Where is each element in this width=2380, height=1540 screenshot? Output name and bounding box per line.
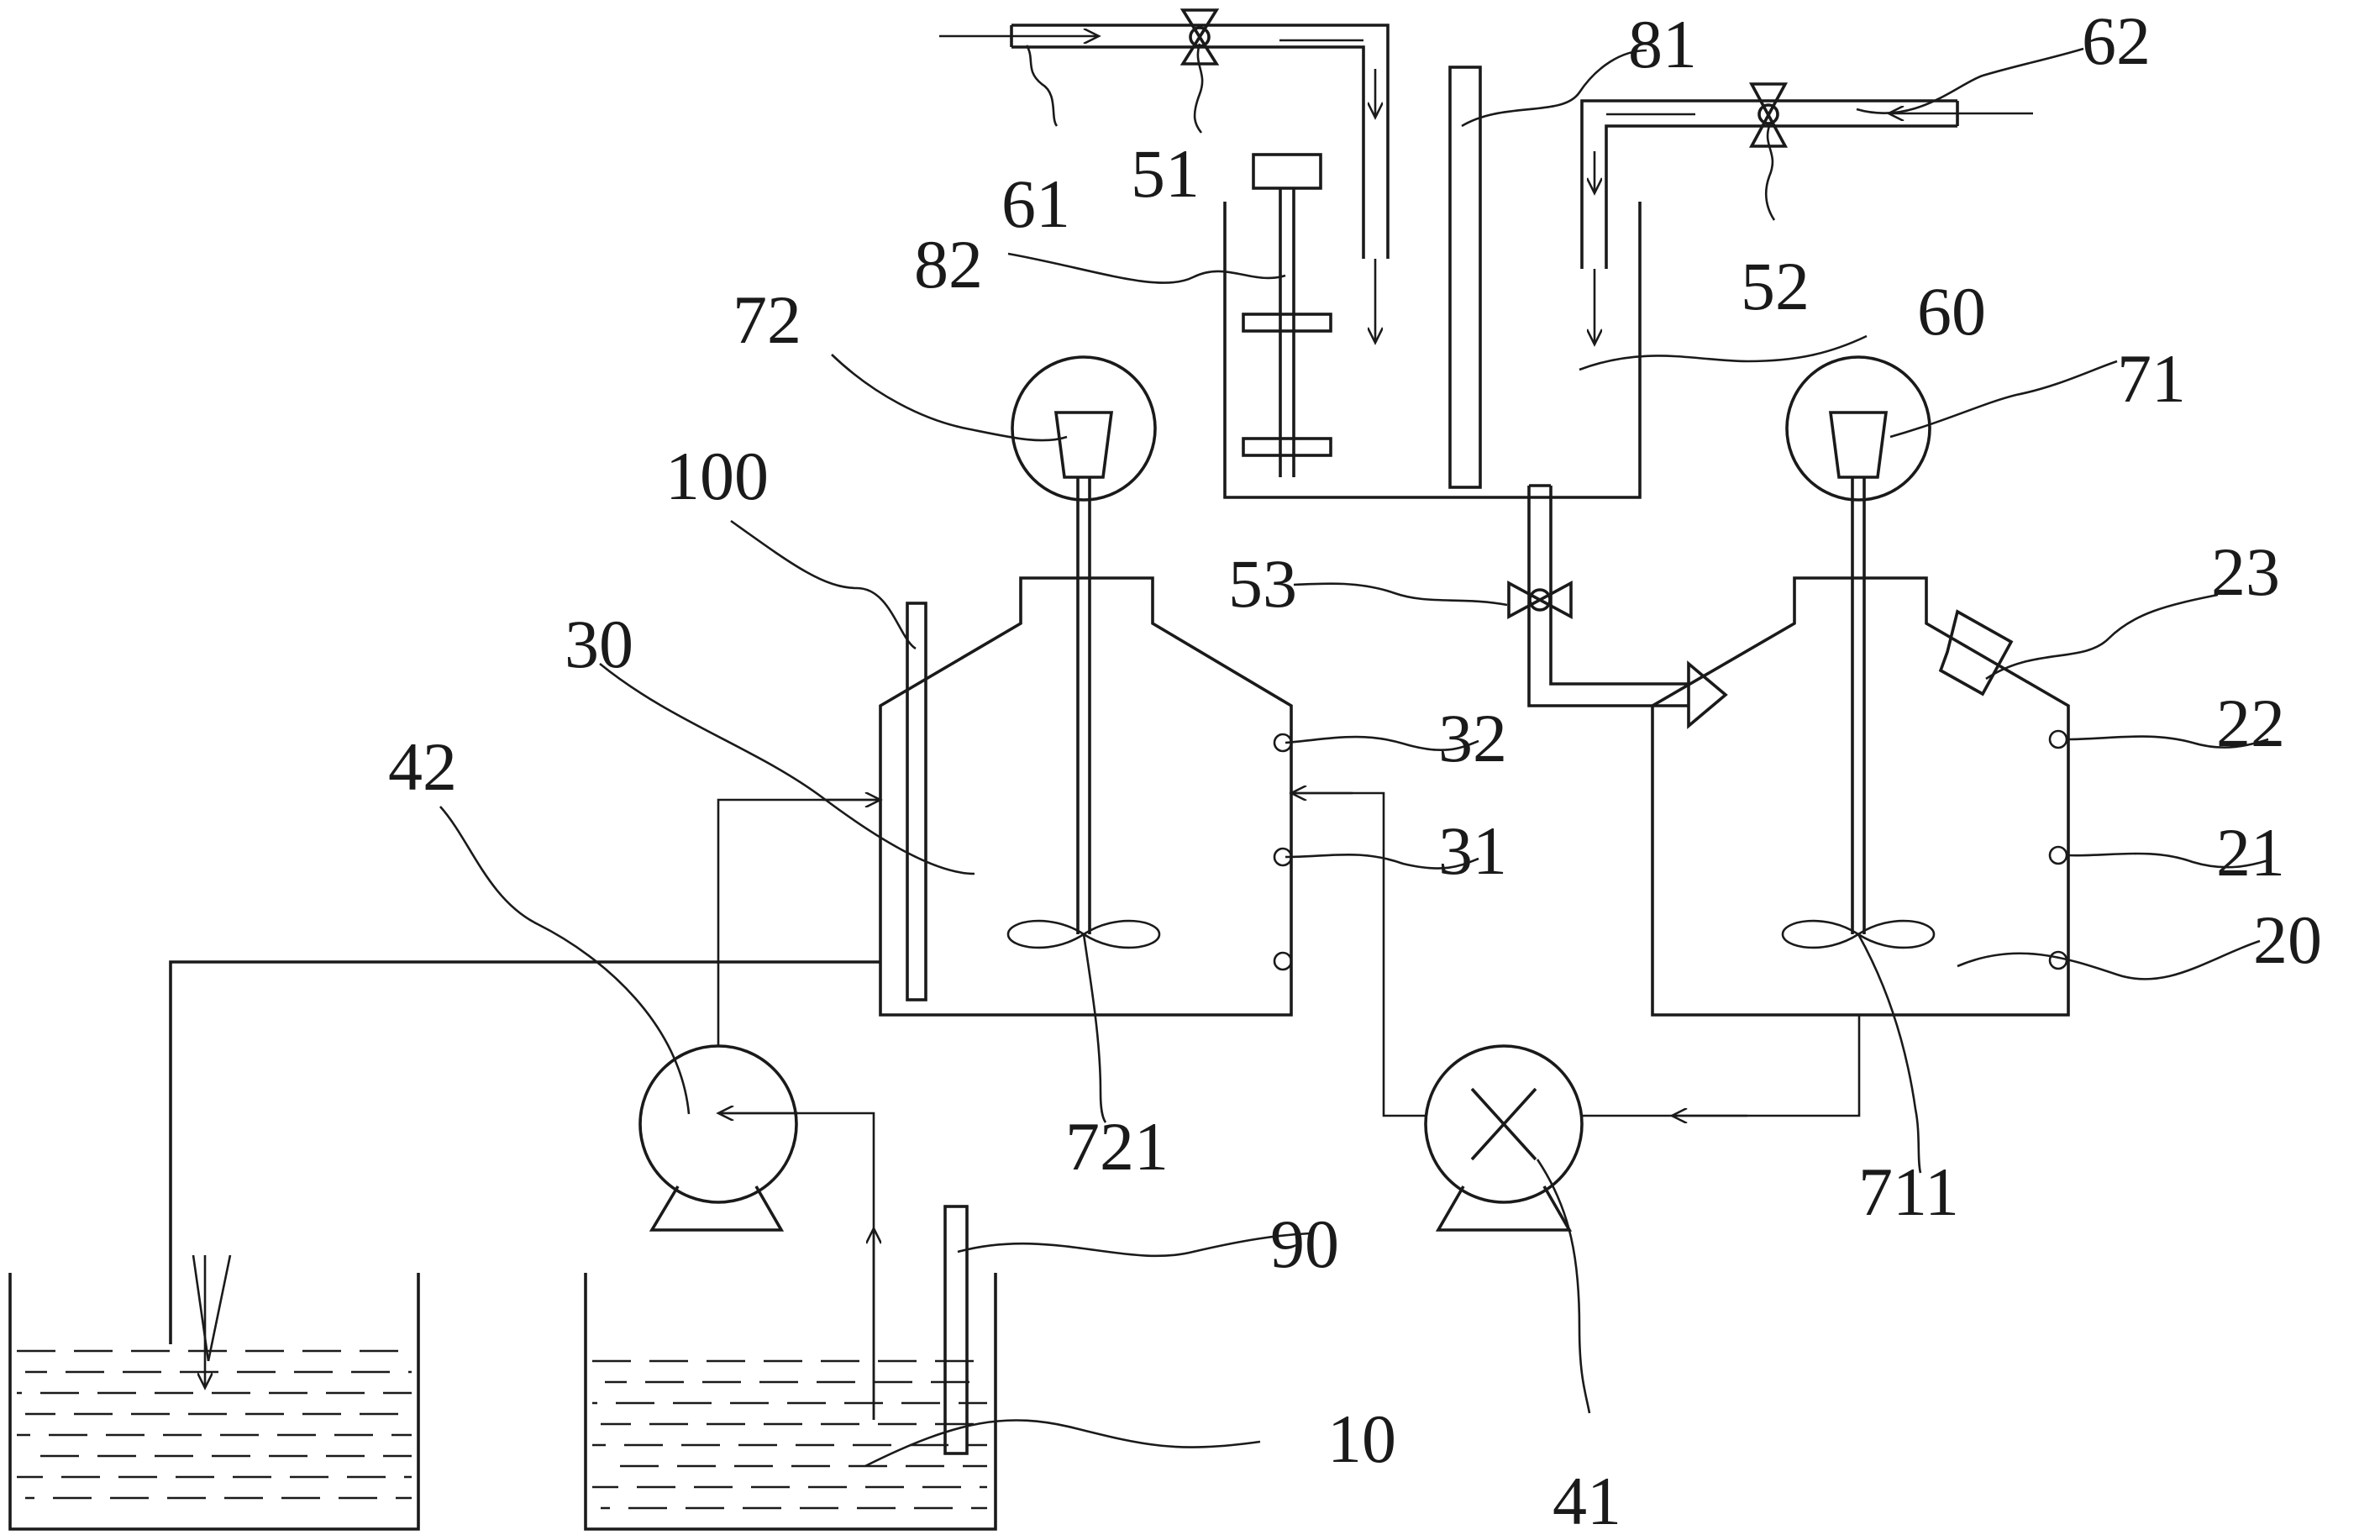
port-33 [1273, 951, 1293, 971]
valve-51 [1179, 8, 1220, 66]
label-100: 100 [665, 438, 769, 514]
liquid-surface-collection [17, 1349, 412, 1500]
label-41: 41 [1553, 1463, 1621, 1539]
label-82: 82 [914, 226, 983, 302]
reactor-20 [1651, 576, 2070, 1017]
port-22 [2048, 729, 2068, 749]
transfer-pipe-60-20 [1527, 484, 1728, 729]
valve-53 [1507, 580, 1573, 620]
liquid-tank-10 [584, 1273, 997, 1531]
motor-71 [1785, 355, 1931, 502]
stirrer-711 [1781, 477, 1936, 949]
label-10: 10 [1327, 1401, 1396, 1477]
overflow-line-30 [169, 960, 880, 1388]
suction-line-42 [718, 1113, 874, 1420]
label-90: 90 [1270, 1206, 1339, 1282]
pump-41 [1424, 1044, 1584, 1232]
agitator-82 [1242, 153, 1332, 477]
label-21: 21 [2216, 814, 2285, 891]
label-60: 60 [1917, 273, 1986, 350]
port-21 [2048, 845, 2068, 865]
sensor-81 [1448, 66, 1482, 489]
component-23 [1938, 609, 2014, 696]
label-22: 22 [2216, 685, 2285, 761]
collection-tank [8, 1273, 420, 1531]
dosing-vessel-60 [1223, 202, 1642, 499]
label-72: 72 [733, 281, 801, 358]
label-30: 30 [565, 606, 633, 682]
label-71: 71 [2117, 340, 2186, 417]
label-23: 23 [2211, 533, 2280, 610]
label-62: 62 [2082, 3, 2151, 79]
inlet-pipe-62 [1580, 99, 2033, 344]
probe-90 [943, 1205, 969, 1455]
label-42: 42 [388, 728, 457, 805]
label-20: 20 [2253, 901, 2322, 978]
sensor-100 [906, 602, 927, 1001]
feed-line-42-30 [717, 800, 880, 1046]
label-53: 53 [1228, 545, 1297, 622]
leader-lines [439, 43, 2269, 1468]
motor-72 [1011, 355, 1157, 502]
transfer-line-20-30 [1291, 793, 1861, 1116]
label-61: 61 [1001, 166, 1070, 242]
port-20-lower [2048, 950, 2068, 970]
label-81: 81 [1628, 6, 1697, 82]
stirrer-721 [1006, 477, 1161, 949]
valve-52 [1748, 82, 1789, 148]
inlet-pipe-61 [939, 24, 1390, 343]
label-721: 721 [1065, 1108, 1169, 1185]
label-31: 31 [1438, 812, 1507, 889]
label-32: 32 [1438, 700, 1507, 776]
label-711: 711 [1858, 1154, 1959, 1230]
reference-numerals: 61 51 81 62 52 82 60 72 71 100 53 23 30 … [388, 3, 2322, 1539]
pump-42 [638, 1044, 798, 1232]
label-51: 51 [1131, 135, 1200, 212]
liquid-surface-10 [592, 1359, 987, 1510]
label-52: 52 [1741, 248, 1810, 324]
